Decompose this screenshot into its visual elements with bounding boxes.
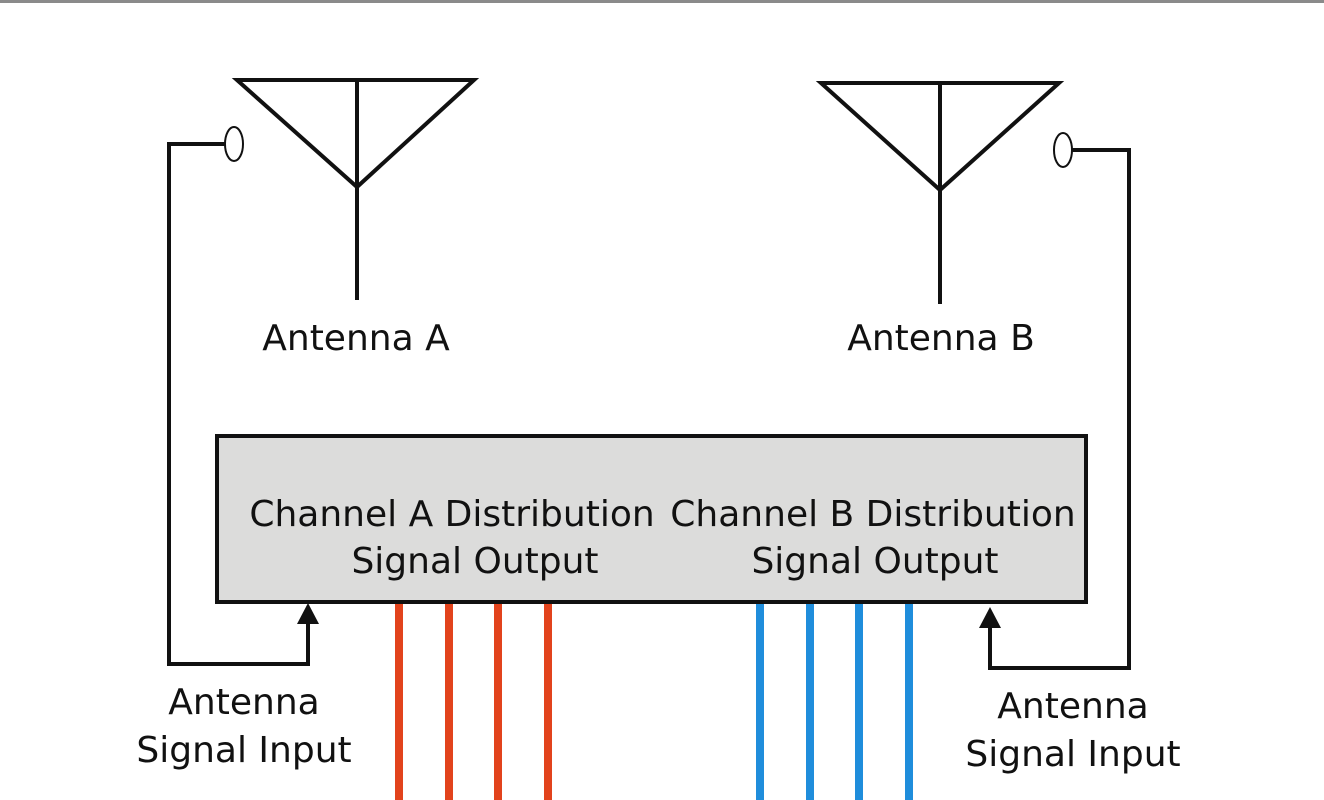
channel-b-title-line2: Signal Output — [751, 541, 999, 582]
channel-a-output-lines — [395, 604, 552, 800]
input-arrow-left — [297, 603, 319, 624]
channel-a-title-line1: Channel A Distribution — [249, 494, 655, 535]
distribution-box — [215, 434, 1088, 604]
left-input-label-line1: Antenna — [168, 682, 320, 723]
antenna-a-label: Antenna A — [262, 318, 450, 359]
antenna-a-symbol — [231, 78, 480, 300]
input-arrow-right — [979, 607, 1001, 628]
channel-b-output-lines — [756, 604, 913, 800]
channel-b-title-line1: Channel B Distribution — [670, 494, 1076, 535]
antenna-b-feed-cable — [979, 132, 1131, 670]
left-input-label-line2: Signal Input — [136, 730, 352, 771]
antenna-b-label: Antenna B — [847, 318, 1035, 359]
antenna-b-symbol — [815, 81, 1065, 304]
channel-a-title-line2: Signal Output — [351, 541, 599, 582]
antenna-a-feed-cable — [167, 126, 319, 666]
right-input-label-line1: Antenna — [997, 686, 1149, 727]
top-border-rule — [0, 0, 1324, 3]
right-input-label-line2: Signal Input — [965, 734, 1181, 775]
